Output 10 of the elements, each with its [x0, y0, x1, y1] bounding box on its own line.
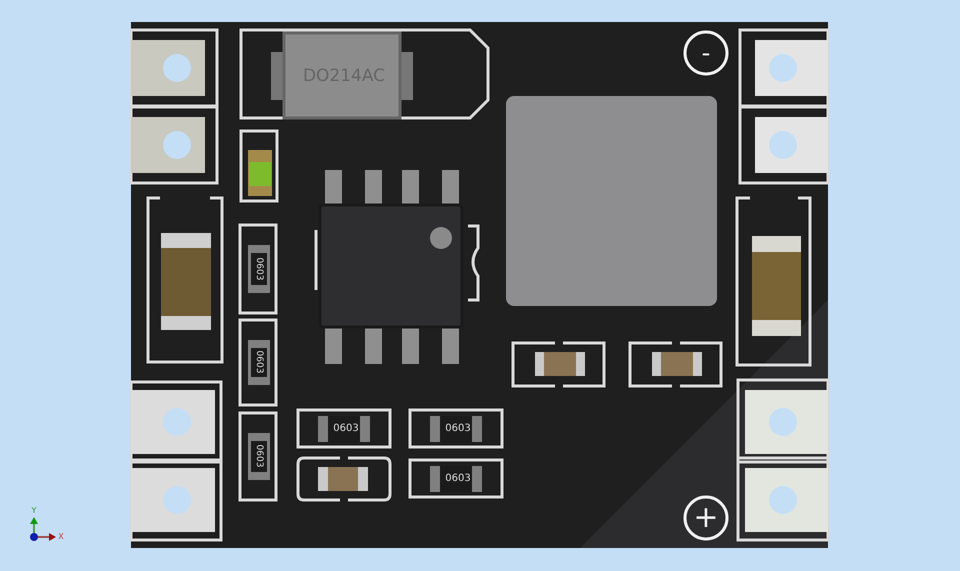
- polarity-mark: +: [692, 503, 720, 533]
- component-marking: 0603: [332, 422, 360, 436]
- component-marking: 0603: [444, 422, 472, 436]
- component-marking: 0603: [254, 350, 266, 376]
- axis-label: Y: [30, 506, 38, 516]
- axis-label: X: [57, 532, 65, 542]
- component-marking: 0603: [254, 444, 266, 470]
- polarity-mark: -: [700, 40, 712, 66]
- component-marking: 0603: [444, 472, 472, 486]
- component-marking: 0603: [254, 256, 266, 282]
